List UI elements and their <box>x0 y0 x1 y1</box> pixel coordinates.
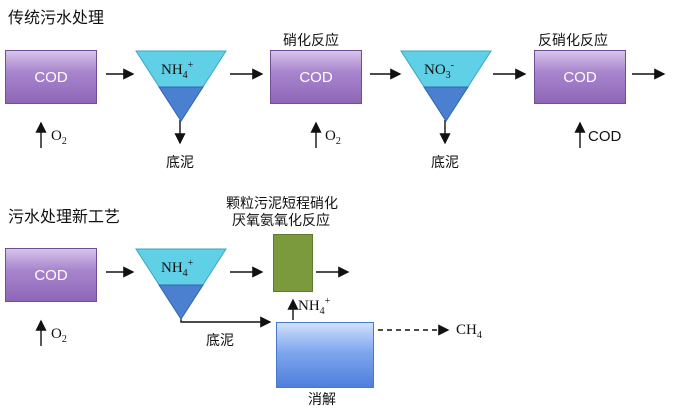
nh4-label-3: NH4+ <box>298 296 331 317</box>
anammox-label: 厌氧氨氧化反应 <box>232 213 330 229</box>
o2-input-2: O2 <box>325 128 341 147</box>
o2-input-1: O2 <box>51 128 67 147</box>
traditional-title: 传统污水处理 <box>8 8 105 27</box>
ch4-output: CH4 <box>456 322 482 341</box>
cod-box-3: COD <box>534 50 626 104</box>
nh4-label-1: NH4+ <box>161 60 194 81</box>
cod-box-2: COD <box>270 50 362 104</box>
cod-input-3: COD <box>588 128 622 145</box>
cod-box-1: COD <box>5 50 97 104</box>
no3-label: NO3- <box>424 60 455 81</box>
digestion-label: 消解 <box>308 392 336 408</box>
nh4-label-2: NH4+ <box>161 258 194 279</box>
sludge-label-1: 底泥 <box>166 155 194 171</box>
sludge-label-2: 底泥 <box>431 155 459 171</box>
granular-reactor-bar <box>273 234 313 292</box>
o2-input-4: O2 <box>51 326 67 345</box>
no3-separator-triangle <box>400 50 492 122</box>
granular-sludge-label: 颗粒污泥短程硝化 <box>226 196 338 212</box>
digestion-tank <box>276 322 374 388</box>
cod-box-4: COD <box>5 248 97 302</box>
nh4-separator-triangle-1 <box>135 50 227 122</box>
sludge-label-3: 底泥 <box>206 333 234 349</box>
nitrification-label: 硝化反应 <box>283 33 339 49</box>
denitrification-label: 反硝化反应 <box>538 33 608 49</box>
new-process-title: 污水处理新工艺 <box>8 207 121 226</box>
nh4-separator-triangle-2 <box>135 248 227 320</box>
